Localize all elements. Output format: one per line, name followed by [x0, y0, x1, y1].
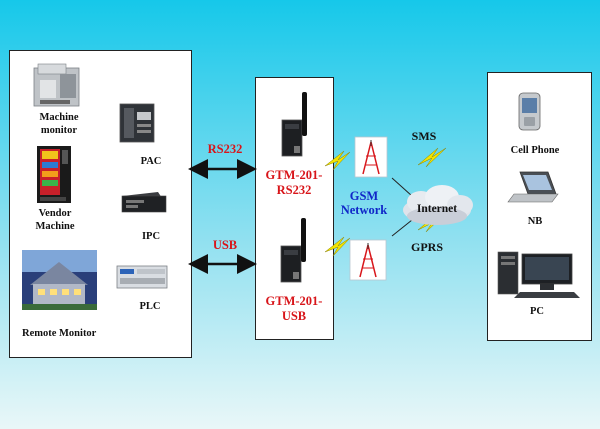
- plc-label: PLC: [139, 301, 161, 312]
- lightning-icon: [417, 147, 447, 168]
- vendor-machine-label: Vendor Machine: [35, 208, 75, 232]
- cell-phone-label: Cell Phone: [510, 145, 560, 156]
- pac-label: PAC: [140, 156, 162, 167]
- rs232-link-label: RS232: [207, 142, 243, 156]
- gtm-201-usb-label: GTM-201- USB: [265, 294, 323, 323]
- pac-controller-icon: [119, 103, 155, 143]
- machine-monitor-label: Machine monitor: [39, 112, 79, 136]
- internet-cloud-icon: [403, 185, 473, 225]
- ipc-label: IPC: [141, 231, 161, 242]
- gsm-tower-icon: [349, 239, 387, 281]
- gsm-internet-link-top: [391, 177, 413, 197]
- remote-monitor-label: Remote Monitor: [22, 328, 97, 339]
- usb-link-label: USB: [212, 238, 238, 252]
- lightning-icon: [324, 150, 351, 171]
- gprs-label: GPRS: [410, 240, 443, 254]
- pc-label: PC: [530, 306, 544, 317]
- machine-monitor-icon: [33, 63, 80, 107]
- gtm-201-rs232-label: GTM-201- RS232: [265, 168, 323, 197]
- sms-label: SMS: [411, 129, 437, 143]
- modem-rs232-icon: [281, 92, 307, 157]
- gsm-internet-link-bottom: [391, 219, 413, 237]
- internet-label: Internet: [416, 203, 458, 215]
- plc-controller-icon: [116, 265, 168, 289]
- gsm-network-label: GSM Network: [340, 189, 388, 217]
- pc-icon: [497, 251, 580, 298]
- notebook-icon: [507, 171, 559, 203]
- remote-monitor-icon: [22, 250, 97, 310]
- lightning-icon: [324, 236, 351, 257]
- ipc-computer-icon: [121, 192, 167, 213]
- nb-label: NB: [527, 216, 543, 227]
- cell-phone-icon: [518, 92, 541, 131]
- vendor-machine-icon: [37, 146, 71, 203]
- gsm-tower-icon: [354, 136, 388, 178]
- modem-usb-icon: [280, 218, 306, 283]
